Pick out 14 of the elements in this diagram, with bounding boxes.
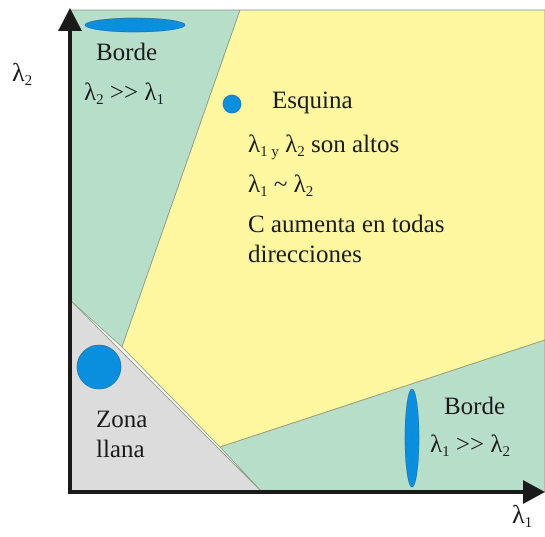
axis-label: λ$_{2}$ [12,58,32,88]
edge-region [70,10,240,347]
region-title: Zona llana [96,405,148,465]
region-description: C aumenta en todas direcciones [248,210,446,270]
edge-region [220,340,545,492]
region-title: Borde [444,392,506,422]
region-description: λ$_{1}$ >> λ$_{2}$ [430,430,510,460]
region-description: λ$_{2}$ >> λ$_{1}$ [84,78,164,108]
region-description: λ$_{1}$ ~ λ$_{2}$ [248,170,314,200]
flat-region [70,300,262,492]
region-description: λ$_{1 y}$ λ$_{2}$ son altos [248,130,400,160]
region-title: Esquina [272,86,353,116]
region-title: Borde [96,38,158,68]
axis-label: λ$_{1}$ [512,500,532,530]
